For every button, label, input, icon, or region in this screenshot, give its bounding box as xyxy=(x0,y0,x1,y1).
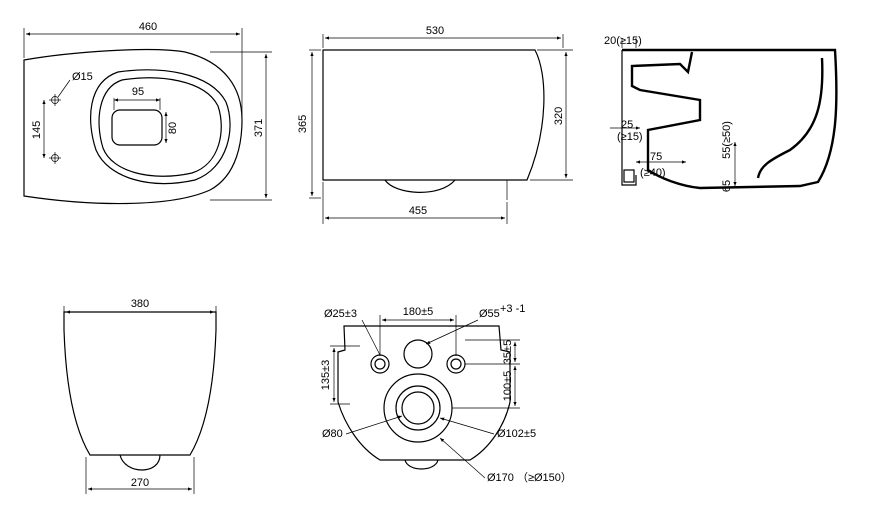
side-view-outline xyxy=(322,49,545,181)
top-view-outlet-width-label: 95 xyxy=(132,86,144,98)
section-outlet-box xyxy=(623,169,635,183)
top-view-outlet xyxy=(111,109,163,146)
rear-view-water-inlet xyxy=(403,339,433,369)
section-profile xyxy=(622,48,838,190)
top-view-hole-dia-label: Ø15 xyxy=(72,71,93,83)
top-view: 460 371 Ø15 145 95 80 xyxy=(23,21,272,205)
front-view-bottom-label: 270 xyxy=(131,477,149,489)
rear-view-outline xyxy=(337,325,511,461)
rear-view-102-label: Ø102±5 xyxy=(497,428,536,440)
side-view-left-label: 365 xyxy=(297,115,309,133)
rear-view-170-label: Ø170 （≥Ø150） xyxy=(487,471,572,484)
top-view-outlet-height-label: 80 xyxy=(167,122,179,134)
rear-view-55-tol: +3 -1 xyxy=(500,303,525,315)
top-view-outline xyxy=(23,48,243,205)
top-view-bowl-rim xyxy=(90,69,231,184)
section-40-label: (≥40) xyxy=(640,167,666,179)
rear-view-bolt-right xyxy=(446,354,466,374)
rear-view: 180±5 Ø25±3 Ø55 +3 -1 135±3 35±5 100±5 Ø… xyxy=(320,303,572,484)
rear-view-55-label: Ø55 xyxy=(479,308,500,320)
section-55-label: 55(≥50) xyxy=(721,121,733,159)
section-inner-bowl xyxy=(756,57,824,179)
section-view: 20(≥15) 25 (≥15) 75 (≥40) 55(≥50) 65 xyxy=(604,35,838,192)
section-25b-label: (≥15) xyxy=(617,131,643,143)
front-view: 380 270 xyxy=(63,298,217,494)
rear-view-100-label: 100±5 xyxy=(502,371,514,402)
front-view-outline xyxy=(63,311,217,456)
side-view-outlet xyxy=(384,179,456,193)
section-65-label: 65 xyxy=(721,180,733,192)
front-view-top-label: 380 xyxy=(131,298,149,310)
top-view-height-label: 371 xyxy=(253,119,265,137)
rear-view-bolt-left xyxy=(370,354,390,374)
rear-view-outlet xyxy=(404,459,439,470)
rear-view-outlet-inner xyxy=(401,391,435,425)
top-view-width-label: 460 xyxy=(139,21,157,33)
rear-view-25-label: Ø25±3 xyxy=(324,308,357,320)
section-75-label: 75 xyxy=(650,151,662,163)
rear-view-outlet-outer xyxy=(383,373,453,443)
rear-view-135-label: 135±3 xyxy=(320,360,332,391)
rear-view-80-label: Ø80 xyxy=(322,428,343,440)
top-view-hole-spacing-label: 145 xyxy=(31,121,43,139)
side-view: 530 365 320 455 xyxy=(297,25,573,224)
section-20-label: 20(≥15) xyxy=(604,35,642,47)
rear-view-35-label: 35±5 xyxy=(502,340,514,364)
side-view-right-label: 320 xyxy=(553,107,565,125)
front-view-outlet xyxy=(119,454,161,471)
side-view-top-label: 530 xyxy=(426,25,444,37)
top-view-bowl-inner xyxy=(98,77,222,177)
rear-view-outlet-mid xyxy=(395,385,441,431)
side-view-bottom-label: 455 xyxy=(409,205,427,217)
rear-view-180-label: 180±5 xyxy=(403,306,434,318)
section-25-label: 25 xyxy=(621,119,633,131)
